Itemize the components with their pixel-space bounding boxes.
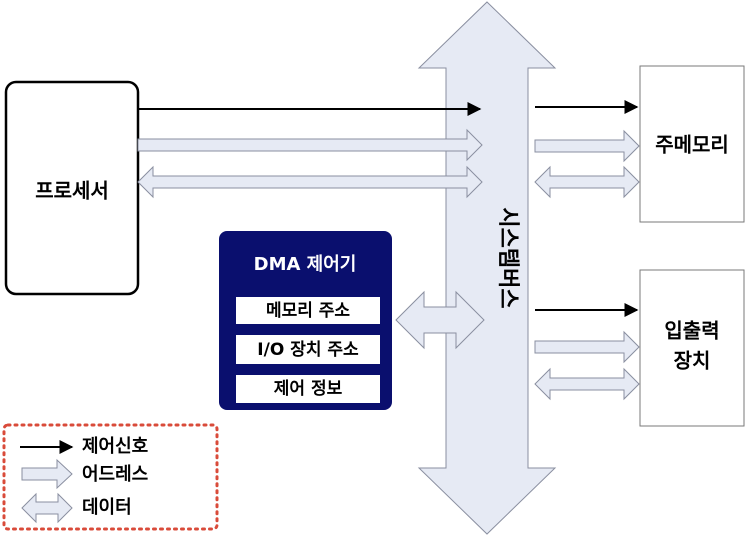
- legend-control-label: 제어신호: [82, 436, 148, 457]
- legend-address-arrow: [21, 458, 73, 490]
- dma-register-io-address-label: I/O 장치 주소: [257, 340, 359, 360]
- legend-data-arrow: [21, 492, 73, 524]
- processor-address-arrow: [137, 128, 483, 162]
- dma-bus-data-arrow: [395, 290, 485, 350]
- memory-address-arrow: [534, 129, 640, 163]
- io-device-label-line1: 입출력: [664, 319, 719, 343]
- io-device-box: [639, 269, 745, 427]
- dma-register-control-info-label: 제어 정보: [274, 379, 343, 399]
- io-address-arrow: [534, 330, 640, 364]
- processor-data-arrow: [137, 165, 483, 199]
- legend-data-label: 데이터: [82, 497, 132, 518]
- dma-register-io-address: [236, 335, 380, 364]
- processor-box: [4, 80, 140, 296]
- io-data-arrow: [534, 367, 640, 401]
- dma-register-control-info: [236, 375, 380, 403]
- main-memory-label: 주메모리: [655, 133, 729, 157]
- memory-data-arrow: [534, 165, 640, 199]
- system-bus: [417, 1, 557, 535]
- io-device-label-line2: 장치: [674, 349, 711, 373]
- legend-box: [2, 423, 219, 531]
- processor-label: 프로세서: [35, 179, 109, 203]
- legend-address-label: 어드레스: [82, 464, 148, 485]
- system-bus-label: 시스템버스: [495, 207, 520, 308]
- dma-register-memory-address-label: 메모리 주소: [266, 301, 350, 321]
- dma-controller-title: DMA 제어기: [254, 254, 357, 275]
- dma-register-memory-address: [236, 297, 380, 324]
- main-memory-box: [639, 65, 745, 223]
